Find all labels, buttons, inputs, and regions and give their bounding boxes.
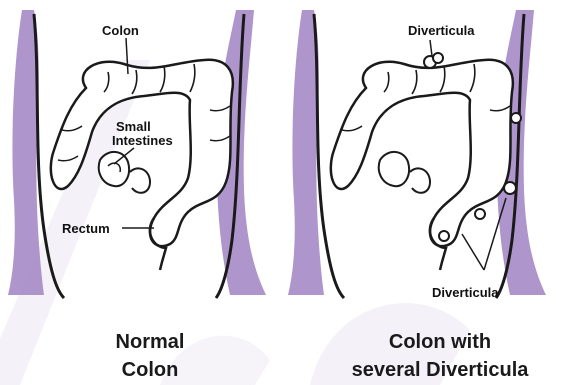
normal-colon-illustration — [4, 0, 280, 300]
rectum-label: Rectum — [62, 222, 110, 236]
small-intestines-label-line1: Small — [116, 120, 151, 134]
diverticula-colon-panel: Diverticula Diverticula — [284, 0, 560, 300]
diverticula-colon-caption: Colon with several Diverticula — [325, 328, 555, 384]
normal-colon-caption: Normal Colon — [60, 328, 240, 384]
colon-label: Colon — [102, 24, 139, 38]
diverticula-top-label: Diverticula — [408, 24, 474, 38]
normal-colon-caption-line2: Colon — [60, 356, 240, 384]
diverticula-colon-caption-line1: Colon with — [325, 328, 555, 356]
small-intestines-label-line2: Intestines — [112, 134, 173, 148]
diverticula-bottom-label: Diverticula — [432, 286, 498, 300]
diverticula-colon-caption-line2: several Diverticula — [325, 356, 555, 384]
normal-colon-caption-line1: Normal — [60, 328, 240, 356]
normal-colon-panel: Colon Small Intestines Rectum — [4, 0, 280, 300]
diverticula-colon-illustration — [284, 0, 560, 300]
